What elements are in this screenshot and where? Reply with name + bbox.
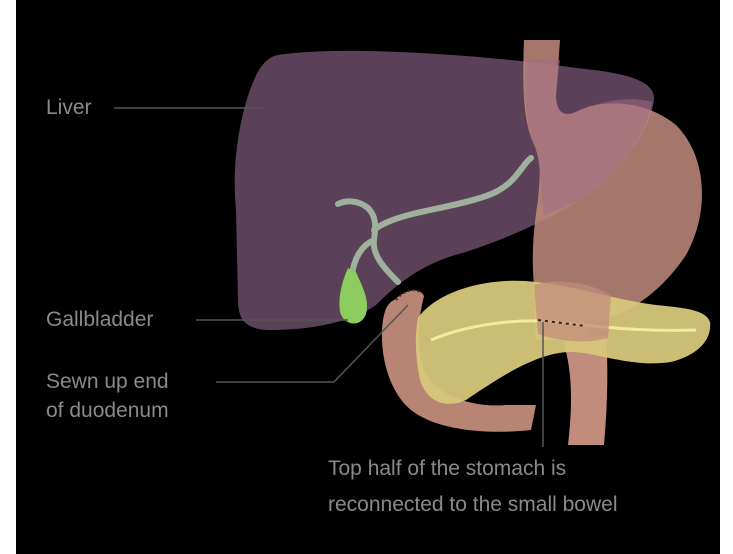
diagram-canvas: Liver Gallbladder Sewn up end of duodenu… <box>16 0 720 554</box>
duodenum-label-line2: of duodenum <box>46 396 169 426</box>
stomach-label-line2: reconnected to the small bowel <box>328 490 618 520</box>
anastomosis-region <box>534 282 611 342</box>
gallbladder-label: Gallbladder <box>46 305 153 335</box>
duodenum-label-line1: Sewn up end <box>46 367 169 397</box>
stomach-label-line1: Top half of the stomach is <box>328 454 566 484</box>
liver-label: Liver <box>46 93 92 123</box>
